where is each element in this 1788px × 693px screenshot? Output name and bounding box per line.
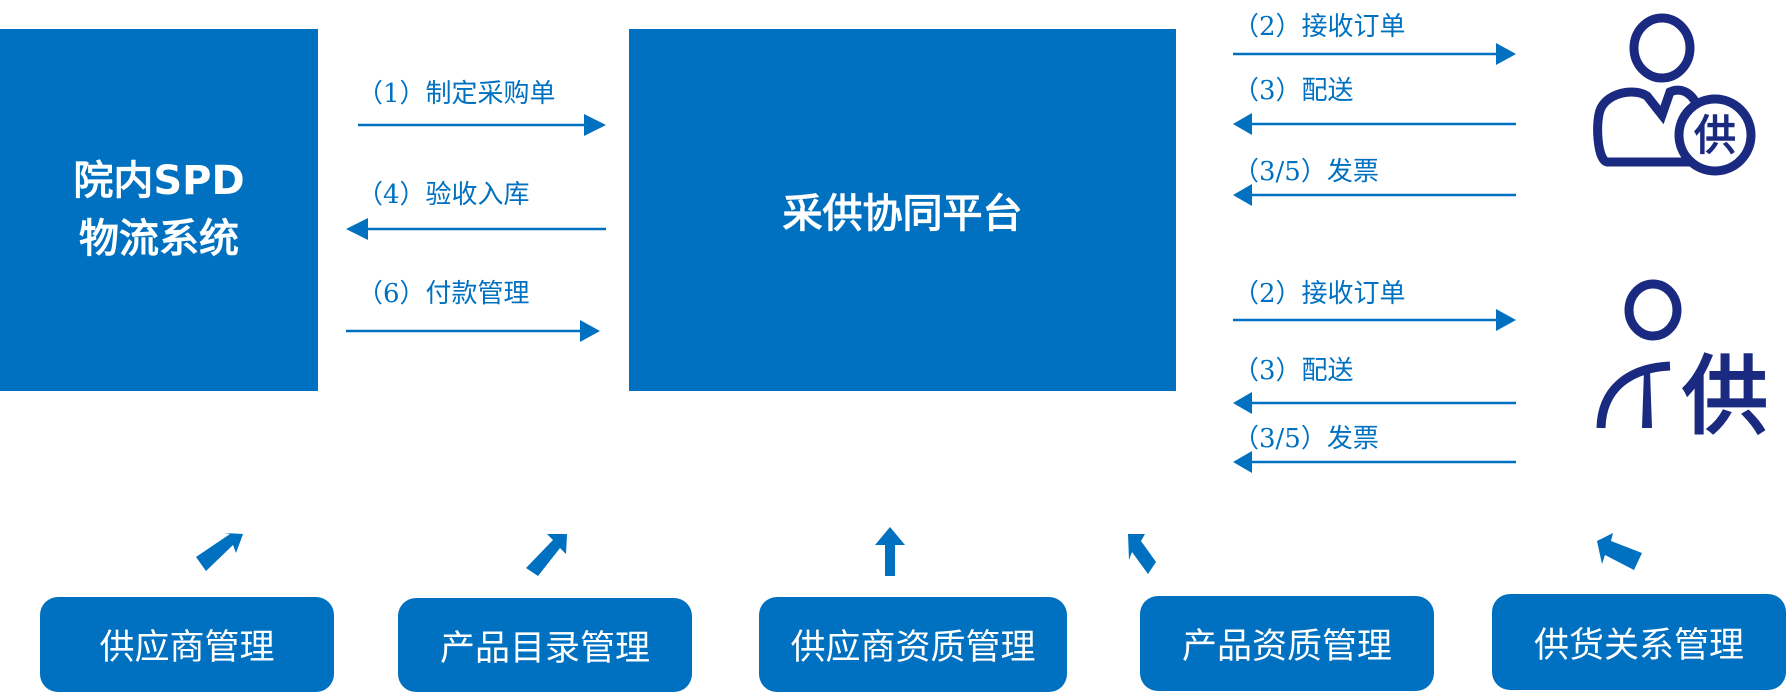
flow-label-delivery-1: （3）配送 [1233, 76, 1354, 106]
flow-label-receive-order-2: （2）接收订单 [1233, 279, 1406, 309]
flow-label-invoice-1: （3/5）发票 [1233, 157, 1379, 187]
flow-label-create-po: （1）制定采购单 [357, 79, 556, 109]
platform-title: 采供协同平台 [782, 191, 1023, 237]
arrow-payment [346, 320, 600, 342]
arrow-receive-order-1 [1233, 43, 1516, 65]
module-arrow-1 [196, 533, 243, 571]
supplier-person-icon: 供 [1590, 278, 1780, 447]
module-supply-relationship-management[interactable]: 供货关系管理 [1492, 594, 1786, 690]
arrow-create-po [358, 114, 606, 136]
spd-box-title-line2: 物流系统 [78, 216, 239, 262]
supplier-person-char: 供 [1682, 347, 1768, 443]
flow-label-receive-stock: （4）验收入库 [357, 180, 530, 210]
arrow-delivery-1 [1233, 113, 1516, 135]
module-label: 供货关系管理 [1533, 625, 1744, 666]
module-arrow-5 [1597, 533, 1642, 570]
flow-label-payment: （6）付款管理 [357, 279, 530, 309]
module-label: 供应商资质管理 [790, 628, 1036, 668]
arrow-delivery-2 [1233, 392, 1516, 414]
module-product-qualification-management[interactable]: 产品资质管理 [1140, 596, 1434, 691]
module-arrow-4 [1128, 534, 1156, 574]
module-label: 供应商管理 [99, 628, 275, 668]
arrow-invoice-1 [1233, 184, 1516, 206]
procurement-collaboration-platform-box: 采供协同平台 [629, 29, 1176, 391]
module-supplier-qualification-management[interactable]: 供应商资质管理 [759, 597, 1067, 692]
module-label: 产品目录管理 [439, 628, 650, 669]
module-product-catalog-management[interactable]: 产品目录管理 [398, 598, 692, 692]
flow-label-receive-order-1: （2）接收订单 [1233, 12, 1406, 42]
flow-label-delivery-2: （3）配送 [1233, 356, 1354, 386]
spd-box-title-line1: 院内SPD [73, 158, 245, 204]
arrow-invoice-2 [1233, 451, 1516, 473]
module-arrow-2 [526, 534, 567, 576]
arrow-receive-stock [346, 218, 606, 240]
flow-label-invoice-2: （3/5）发票 [1233, 424, 1379, 454]
module-supplier-management[interactable]: 供应商管理 [40, 597, 334, 692]
spd-logistics-system-box: 院内SPD 物流系统 [0, 29, 318, 391]
module-arrow-3 [875, 527, 905, 576]
supplier-badge-char: 供 [1694, 111, 1736, 160]
arrow-receive-order-2 [1233, 309, 1516, 331]
supplier-user-badge-icon: 供 [1585, 10, 1765, 180]
module-label: 产品资质管理 [1181, 627, 1392, 667]
